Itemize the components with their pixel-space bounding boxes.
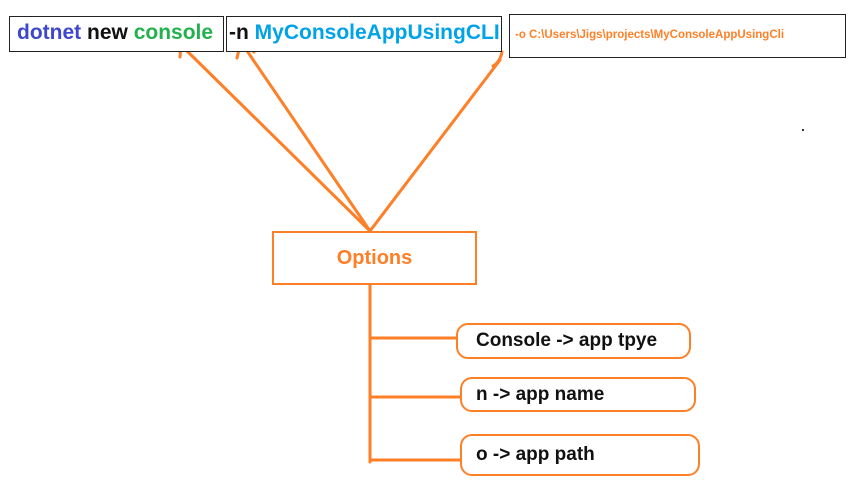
command-box-dotnet-new-console: dotnet new console <box>9 16 224 52</box>
explanation-console: Console -> app tpye <box>456 323 691 359</box>
app-name-text: MyConsoleAppUsingCLI <box>254 21 500 44</box>
explanation-path-text: o -> app path <box>476 444 595 465</box>
output-option-text: -o C:\Users\Jigs\projects\MyConsoleAppUs… <box>515 29 785 41</box>
command-box-output: -o C:\Users\Jigs\projects\MyConsoleAppUs… <box>509 14 846 58</box>
name-flag-text: -n <box>229 21 249 44</box>
explanation-name-text: n -> app name <box>476 384 605 405</box>
explanation-name: n -> app name <box>460 377 696 412</box>
output-hook <box>491 50 504 68</box>
dotnet-text: dotnet <box>17 21 82 44</box>
explanation-path: o -> app path <box>460 434 700 476</box>
arrow-to-console <box>182 46 372 233</box>
arrow-to-output <box>368 58 502 233</box>
command-box-name: -n MyConsoleAppUsingCLI <box>226 16 502 52</box>
new-text: new <box>87 21 128 44</box>
options-label: Options <box>336 247 413 269</box>
console-text: console <box>133 21 214 44</box>
options-box: Options <box>272 231 477 285</box>
explanation-console-text: Console -> app tpye <box>476 330 658 351</box>
stray-dot <box>802 129 804 131</box>
arrow-to-name-flag <box>241 43 372 233</box>
